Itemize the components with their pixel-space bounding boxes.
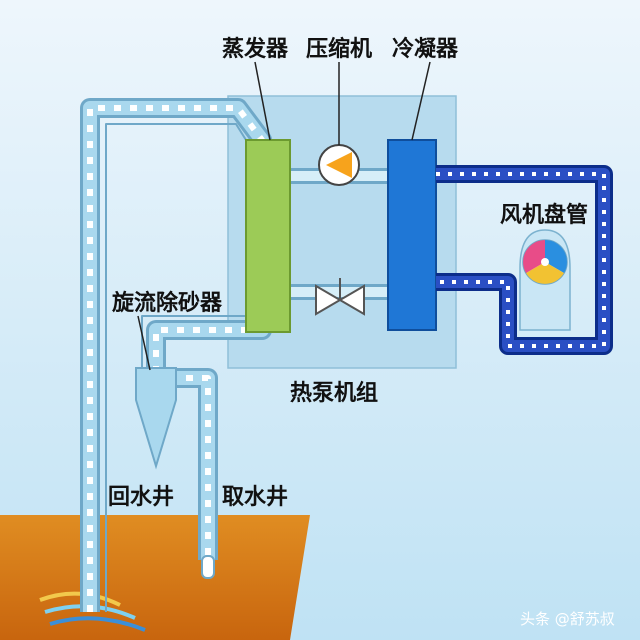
watermark: 头条 @舒苏叔 — [520, 610, 615, 628]
label-heat-pump-unit: 热泵机组 — [290, 380, 378, 406]
label-condenser: 冷凝器 — [392, 36, 459, 62]
label-fan-coil: 风机盘管 — [500, 202, 588, 228]
cyclone-sand-remover — [135, 367, 177, 470]
condenser-block — [387, 139, 437, 331]
well-pump-icon — [201, 555, 215, 579]
fan-coil-loop-pipe — [436, 165, 613, 355]
leader-lines — [137, 61, 431, 371]
expansion-valve-icon — [315, 278, 365, 316]
fan-coil-unit — [519, 229, 571, 331]
label-evaporator: 蒸发器 — [222, 36, 289, 62]
ground-layer — [0, 515, 310, 640]
label-return-well: 回水井 — [108, 485, 174, 510]
label-supply-well: 取水井 — [222, 485, 288, 510]
compressor-icon — [318, 144, 360, 186]
label-cyclone-sand-remover: 旋流除砂器 — [112, 290, 223, 316]
evaporator-block — [245, 139, 291, 333]
label-compressor: 压缩机 — [306, 36, 372, 62]
